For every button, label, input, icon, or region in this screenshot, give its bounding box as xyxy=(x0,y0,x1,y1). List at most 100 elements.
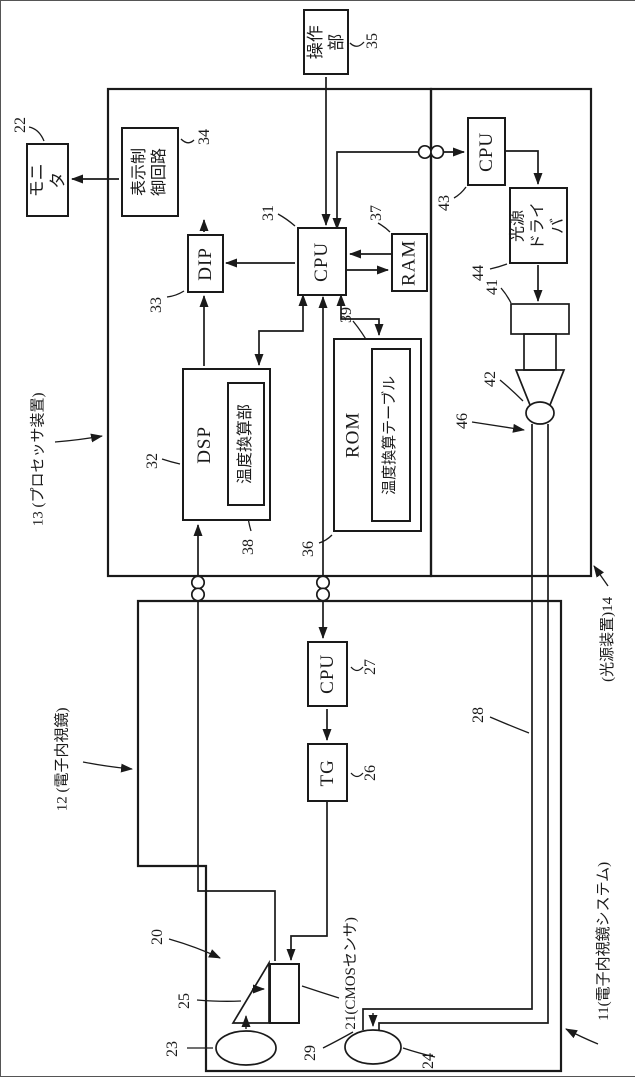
leader-32 xyxy=(161,458,181,465)
dip-label: DIP xyxy=(194,246,216,281)
temp-conversion-label: 温度換算部 xyxy=(237,403,255,485)
objective-lens-shape xyxy=(215,1030,277,1066)
light-source-device-outline xyxy=(429,87,593,578)
tg-box: TG xyxy=(307,743,348,802)
ref-37: 37 xyxy=(368,205,385,221)
prism-shape xyxy=(231,959,270,1024)
connector-contact xyxy=(190,587,206,602)
light-driver-label: 光源 ドライバ xyxy=(509,201,567,250)
leader-13 xyxy=(54,433,103,443)
main-cpu-box: CPU xyxy=(297,227,347,296)
wire-cmos-to-dsp xyxy=(193,524,276,961)
ref-34: 34 xyxy=(196,129,213,145)
leader-27 xyxy=(350,666,364,672)
main-cpu-label: CPU xyxy=(311,241,333,282)
connector-contact xyxy=(417,144,432,160)
monitor-label: モニタ xyxy=(27,163,68,197)
lamp-reflector-shape xyxy=(514,369,566,406)
leader-42 xyxy=(499,379,524,402)
ref-22: 22 xyxy=(12,117,29,133)
leader-14 xyxy=(593,565,609,587)
ref-29: 29 xyxy=(302,1045,319,1061)
leader-24 xyxy=(402,1047,436,1058)
scope-cpu-box: CPU xyxy=(307,641,348,707)
leader-21 xyxy=(301,985,340,999)
monitor-box: モニタ xyxy=(26,143,69,217)
leader-26 xyxy=(350,772,364,778)
ram-label: RAM xyxy=(398,239,420,286)
lamp-housing-shape xyxy=(510,303,570,335)
leader-lines xyxy=(28,41,609,1058)
leader-43 xyxy=(453,186,467,199)
ref-24: 24 xyxy=(420,1053,437,1069)
leader-22 xyxy=(28,126,45,142)
ref-23: 23 xyxy=(164,1041,181,1057)
ref-41: 41 xyxy=(484,279,501,295)
leader-46 xyxy=(471,421,525,433)
wire-tg-to-cmos xyxy=(286,801,328,961)
tg-label: TG xyxy=(316,758,338,787)
light-cpu-box: CPU xyxy=(467,117,506,186)
light-driver-box: 光源 ドライバ xyxy=(509,187,568,264)
rom-text: ROM xyxy=(342,411,364,459)
leader-36 xyxy=(318,534,333,544)
ref-46: 46 xyxy=(454,413,471,429)
processor-device-callout: 13 (プロセッサ装置) xyxy=(30,392,47,526)
light-source-device-callout: (光源装置)14 xyxy=(599,596,616,682)
ref-39: 39 xyxy=(338,307,355,323)
display-control-box: 表示制 御回路 xyxy=(121,127,179,217)
condenser-lens-shape xyxy=(525,401,555,425)
ref-36: 36 xyxy=(300,541,317,557)
illumination-lens-shape xyxy=(344,1029,402,1065)
ref-28: 28 xyxy=(470,707,487,723)
leader-34 xyxy=(180,138,195,144)
temp-table-label: 温度換算テーブル xyxy=(382,375,399,495)
ref-42: 42 xyxy=(482,371,499,387)
ref-38: 38 xyxy=(240,539,257,555)
temp-table-box: 温度換算テーブル xyxy=(371,348,411,522)
ref-25: 25 xyxy=(176,993,193,1009)
leader-20 xyxy=(168,938,221,959)
ref-26: 26 xyxy=(362,765,379,781)
leader-33 xyxy=(166,290,185,298)
ref-43: 43 xyxy=(436,195,453,211)
ref-35: 35 xyxy=(364,33,381,49)
leader-29 xyxy=(322,1031,354,1049)
wire-cpu-to-dsp xyxy=(254,294,308,366)
leader-41 xyxy=(500,287,512,304)
light-guide-line xyxy=(378,424,549,1030)
connector-contact xyxy=(430,144,445,160)
connector-contact xyxy=(315,587,331,602)
operation-unit-box: 操作部 xyxy=(303,9,349,75)
leader-11 xyxy=(565,1028,599,1045)
leader-12 xyxy=(82,761,133,773)
ref-31: 31 xyxy=(260,205,277,221)
endoscope-callout: 12 (電子内視鏡) xyxy=(54,707,71,811)
system-callout: 11(電子内視鏡システム) xyxy=(595,861,612,1021)
ref-27: 27 xyxy=(362,659,379,675)
temp-conversion-box: 温度換算部 xyxy=(227,382,265,506)
ref-20: 20 xyxy=(149,929,166,945)
lamp-body-shape xyxy=(523,333,557,371)
endoscope-outline xyxy=(136,599,563,1073)
leader-25 xyxy=(196,999,242,1002)
ref-32: 32 xyxy=(144,453,161,469)
cmos-sensor-box xyxy=(269,963,300,1024)
operation-unit-label: 操作部 xyxy=(305,25,346,59)
wire-light-cpu-to-driver xyxy=(506,150,543,185)
leader-35 xyxy=(349,41,365,47)
display-control-label: 表示制 御回路 xyxy=(130,147,168,197)
light-cpu-label: CPU xyxy=(475,131,497,172)
leader-31 xyxy=(277,213,296,227)
dip-box: DIP xyxy=(187,234,224,293)
cmos-sensor-callout: 21(CMOSセンサ) xyxy=(342,916,359,1030)
scope-cpu-label: CPU xyxy=(316,654,338,694)
ram-box: RAM xyxy=(391,233,428,292)
leader-44 xyxy=(489,263,508,270)
leader-37 xyxy=(377,222,391,233)
connector-contact xyxy=(315,575,331,590)
connector-contact xyxy=(190,575,206,590)
ref-33: 33 xyxy=(148,297,165,313)
